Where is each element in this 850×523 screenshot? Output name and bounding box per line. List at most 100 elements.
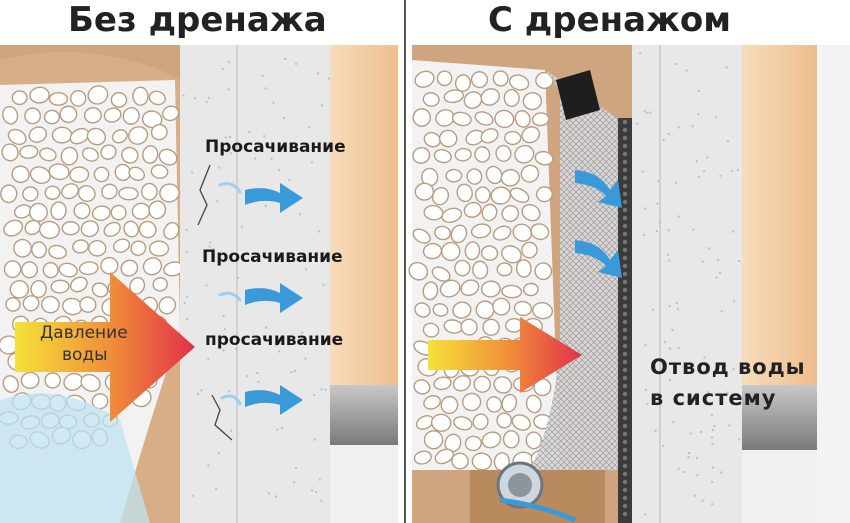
wall-speck (246, 375, 249, 378)
wall-speck (217, 452, 220, 455)
gravel-stone (44, 185, 61, 200)
water-flow-right (575, 170, 622, 278)
wall-speck (711, 466, 714, 469)
gravel-stone (13, 238, 32, 258)
gravel-stone (530, 223, 550, 241)
wall-speck (655, 230, 658, 233)
wall-speck (316, 72, 319, 75)
wall-speck (697, 113, 700, 116)
gravel-stone (492, 225, 512, 241)
gravel-stone (445, 168, 463, 183)
gravel-stone (80, 220, 100, 238)
gravel-stone (88, 239, 107, 257)
wall-speck (207, 96, 210, 99)
wall-speck (222, 349, 225, 352)
membrane-dimple (622, 183, 628, 189)
wall-speck (310, 489, 313, 492)
gravel-stone (48, 244, 67, 260)
gravel-stone (456, 183, 473, 203)
wall-speck (207, 464, 210, 467)
gravel-stone (521, 126, 541, 144)
gravel-stone (486, 396, 503, 413)
gravel-stone (60, 146, 79, 166)
gravel-stone (91, 282, 109, 298)
gravel-stone (48, 163, 70, 181)
gravel-stone (150, 123, 168, 141)
gravel-stone (24, 219, 41, 236)
membrane-dimple (622, 503, 628, 509)
membrane-dimple (622, 263, 628, 269)
gravel-stone (414, 302, 431, 318)
wall-speck (293, 481, 296, 484)
gravel-stone (451, 452, 469, 470)
wall-speck (318, 230, 321, 233)
gravel-stone (158, 296, 177, 315)
membrane-dimple (622, 383, 628, 389)
gravel-stone (42, 261, 59, 279)
gravel-stone (432, 303, 449, 317)
gravel-stone (152, 277, 168, 292)
gravel-stone (501, 245, 522, 264)
gravel-stone (150, 164, 169, 179)
gravel-stone (3, 219, 24, 237)
wall-speck (662, 444, 665, 447)
wall-speck (186, 318, 189, 321)
gravel-stone (110, 204, 127, 221)
interior-right (742, 45, 817, 385)
wall-speck (216, 200, 219, 203)
membrane-dimple (622, 119, 628, 125)
gravel-stone (493, 376, 513, 394)
wall-speck (658, 221, 661, 224)
drain-line2: в систему (650, 386, 777, 410)
wall-speck (719, 471, 722, 474)
wall-speck (315, 491, 318, 494)
gravel-stone (158, 148, 178, 166)
gravel-stone (30, 280, 47, 299)
gravel-stone (494, 109, 515, 129)
gravel-stone (103, 107, 122, 123)
wall-speck (701, 499, 704, 502)
wall-speck (275, 495, 278, 498)
gravel-stone (454, 147, 472, 162)
wall-speck (290, 371, 293, 374)
gravel-stone (535, 71, 554, 90)
wall-speck (738, 438, 741, 441)
gravel-stone (50, 201, 67, 221)
wall-speck (693, 494, 696, 497)
wall-speck (320, 388, 323, 391)
wall-speck (663, 341, 666, 344)
gravel-stone (111, 129, 128, 144)
gravel-stone (514, 110, 531, 128)
gravel-stone (414, 182, 435, 201)
gravel-stone (86, 127, 107, 146)
membrane-dimple (622, 303, 628, 309)
gravel-stone (128, 126, 149, 145)
gravel-stone (132, 86, 149, 106)
membrane-dimple (622, 231, 628, 237)
wall-speck (718, 364, 721, 367)
gravel-stone (44, 372, 61, 389)
gravel-stone (470, 223, 492, 239)
gravel-stone (29, 166, 51, 184)
membrane-dimple (622, 159, 628, 165)
wall-speck (710, 414, 713, 417)
wall-speck (265, 326, 268, 329)
left-panel-title: Без дренажа (68, 0, 327, 40)
gravel-stone (433, 376, 452, 391)
gravel-stone (521, 241, 538, 259)
wall-speck (227, 88, 230, 91)
gravel-stone (5, 297, 21, 312)
membrane-dimple (622, 415, 628, 421)
wall-speck (230, 152, 233, 155)
wall-speck (320, 104, 323, 107)
wall-speck (730, 169, 733, 172)
wall-speck (324, 388, 327, 391)
membrane-dimple (622, 455, 628, 461)
gravel-stone (480, 128, 499, 144)
gravel-stone (471, 452, 492, 471)
wall-speck (738, 260, 741, 263)
gravel-stone (495, 144, 512, 162)
wall-speck (228, 390, 231, 393)
wall-speck (644, 388, 647, 391)
